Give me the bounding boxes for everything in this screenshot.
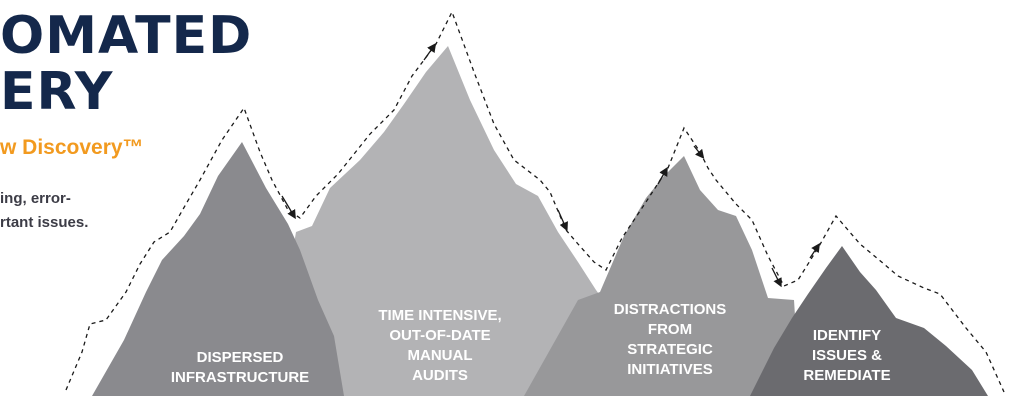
body-text: ing, error- rtant issues.	[0, 187, 88, 235]
label-line: INFRASTRUCTURE	[170, 369, 310, 386]
label-line: OUT-OF-DATE	[389, 327, 491, 344]
subtitle: w Discovery™	[0, 136, 144, 159]
label-line: INITIATIVES	[627, 361, 713, 378]
arrow-icon	[281, 195, 296, 220]
arrow-icon	[693, 145, 705, 159]
peak-remediate	[750, 246, 988, 396]
dashed-trail	[65, 10, 1005, 393]
arrow-icon	[557, 209, 568, 232]
label-line: DISTRACTIONS	[613, 301, 727, 318]
label-dispersed-infrastructure: DISPERSED INFRASTRUCTURE	[140, 348, 340, 388]
arrow-icon	[771, 267, 782, 288]
label-line: ISSUES &	[811, 347, 883, 364]
label-strategic-initiatives: DISTRACTIONS FROM STRATEGIC INITIATIVES	[600, 300, 740, 380]
label-line: DISPERSED	[196, 349, 284, 366]
label-line: IDENTIFY	[812, 327, 882, 344]
arrow-icon	[423, 43, 437, 61]
label-line: AUDITS	[412, 367, 468, 384]
label-manual-audits: TIME INTENSIVE, OUT-OF-DATE MANUAL AUDIT…	[350, 306, 530, 386]
label-line: STRATEGIC	[627, 341, 713, 358]
body-text-line-2: rtant issues.	[0, 214, 89, 231]
label-line: MANUAL	[407, 347, 473, 364]
label-remediate: IDENTIFY ISSUES & REMEDIATE	[792, 326, 902, 386]
headline: OMATED ERY	[0, 8, 252, 120]
label-line: FROM	[647, 321, 693, 338]
arrow-icon	[657, 166, 668, 185]
peak-strategic-initiatives	[524, 156, 800, 396]
label-line: TIME INTENSIVE,	[378, 307, 502, 324]
arrow-icon	[809, 242, 821, 259]
body-text-line-1: ing, error-	[0, 190, 71, 207]
peak-dispersed-infrastructure	[92, 142, 344, 396]
headline-line-2: ERY	[0, 62, 114, 122]
peak-manual-audits	[268, 46, 612, 396]
label-line: REMEDIATE	[803, 367, 891, 384]
headline-line-1: OMATED	[0, 6, 253, 66]
